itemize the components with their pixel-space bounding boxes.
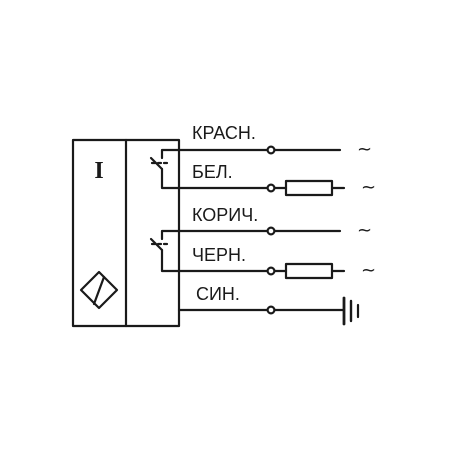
- wire-label-black: ЧЕРН.: [192, 245, 246, 265]
- sensor-label: I: [94, 158, 103, 184]
- ac-symbol-white: ~: [361, 177, 376, 198]
- ac-symbol-brown: ~: [357, 220, 372, 241]
- wire-white: [177, 179, 346, 197]
- wire-label-brown: КОРИЧ.: [192, 205, 258, 225]
- inductive-sensor-icon: [79, 270, 119, 310]
- load-resistor-black: [284, 262, 334, 280]
- wire-label-blue: СИН.: [196, 284, 240, 304]
- ground-icon: [342, 296, 360, 326]
- ac-symbol-black: ~: [361, 260, 376, 281]
- ac-symbol-red: ~: [357, 139, 372, 160]
- wire-label-white: БЕЛ.: [192, 162, 233, 182]
- terminal-red: [266, 145, 276, 155]
- wire-brown: [177, 226, 342, 236]
- switch-contact-lower-icon: [149, 229, 181, 273]
- terminal-black: [266, 266, 276, 276]
- load-resistor-white: [284, 179, 334, 197]
- wire-red: [177, 145, 342, 155]
- wire-blue: [177, 305, 346, 315]
- terminal-white: [266, 183, 276, 193]
- switch-contact-upper-icon: [149, 148, 181, 190]
- wire-label-red: КРАСН.: [192, 123, 256, 143]
- wire-black: [177, 262, 346, 280]
- terminal-brown: [266, 226, 276, 236]
- terminal-blue: [266, 305, 276, 315]
